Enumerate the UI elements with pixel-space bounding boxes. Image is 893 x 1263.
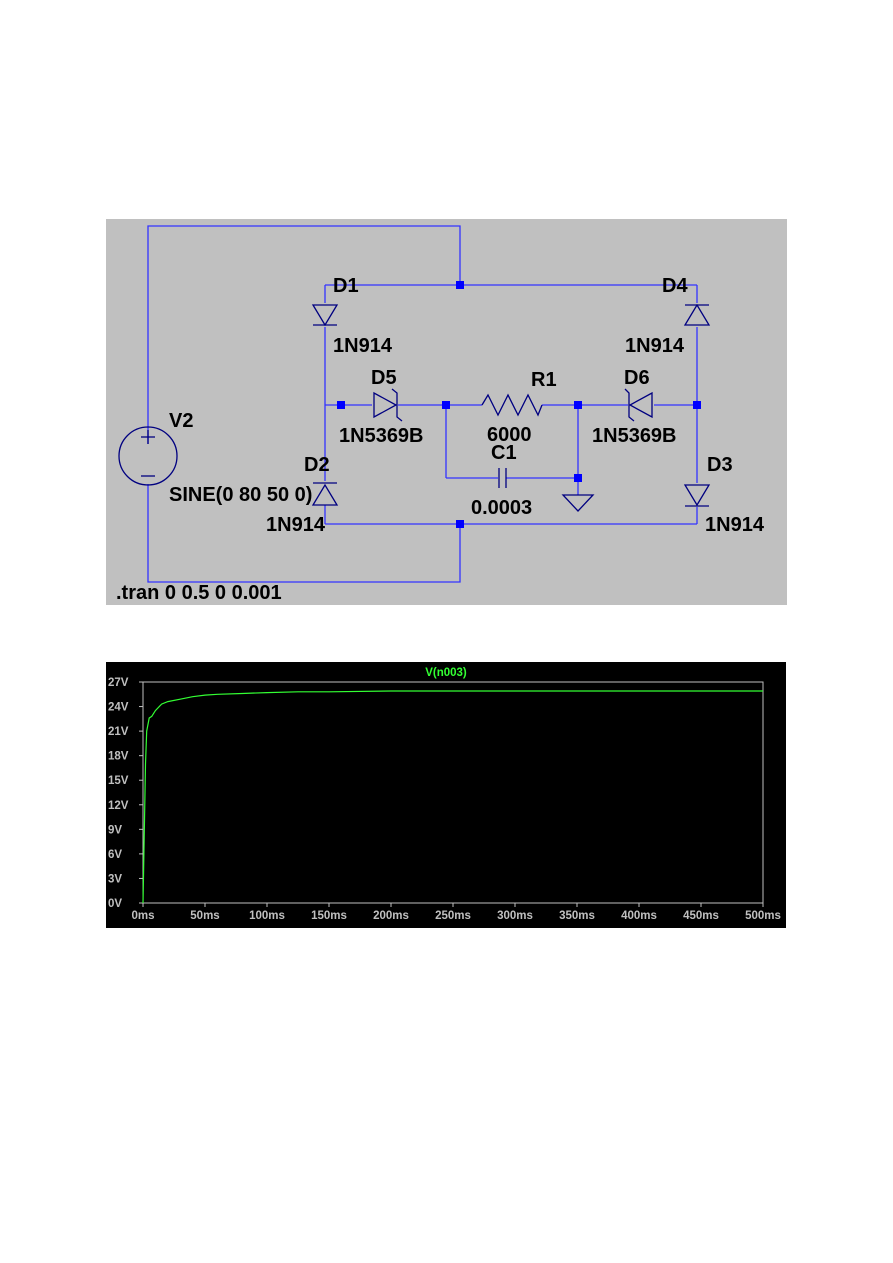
r1-value-label: 6000 — [487, 424, 532, 446]
schematic-panel: D1 1N914 D4 1N914 D5 1N5369B R1 6000 D6 … — [106, 219, 787, 605]
x-tick-label: 450ms — [683, 910, 719, 922]
d4-name-label: D4 — [662, 275, 688, 297]
d3-model-label: 1N914 — [705, 514, 765, 536]
x-axis-ticks: 0ms 50ms 100ms 150ms 200ms 250ms 300ms 350ms 400… — [131, 903, 781, 922]
d5-name-label: D5 — [371, 367, 397, 389]
x-tick-label: 150ms — [311, 910, 347, 922]
plot-frame — [142, 681, 764, 904]
d4-diode[interactable] — [683, 303, 711, 326]
junctions — [337, 281, 701, 528]
junction-left — [337, 401, 345, 409]
d3-diode[interactable] — [683, 484, 711, 507]
waveform-plot-canvas: V(n003) 0ms 50ms 100ms 150ms 200ms 250ms 300ms… — [108, 667, 781, 922]
x-tick-label: 200ms — [373, 910, 409, 922]
y-axis-ticks: 0V 3V 6V 9V 12V 15V 18V 21V 24V 27V — [108, 677, 143, 910]
r1-name-label: R1 — [531, 369, 557, 391]
x-tick-label: 300ms — [497, 910, 533, 922]
v2-value-label: SINE(0 80 50 0) — [169, 484, 312, 506]
d6-model-label: 1N5369B — [592, 425, 677, 447]
y-tick-label: 15V — [108, 775, 129, 787]
wires — [147, 225, 698, 583]
y-tick-label: 6V — [108, 849, 122, 861]
d1-model-label: 1N914 — [333, 335, 393, 357]
d2-diode[interactable] — [311, 482, 339, 506]
d2-name-label: D2 — [304, 454, 330, 476]
traces — [142, 690, 763, 904]
x-tick-label: 50ms — [190, 910, 219, 922]
wire-v2-bottom — [147, 484, 461, 583]
d5-model-label: 1N5369B — [339, 425, 424, 447]
v2-name-label: V2 — [169, 410, 193, 432]
c1-value-label: 0.0003 — [471, 497, 532, 519]
d1-name-label: D1 — [333, 275, 359, 297]
d6-name-label: D6 — [624, 367, 650, 389]
junction-gnd — [574, 474, 582, 482]
waveform-plot-panel: V(n003) 0ms 50ms 100ms 150ms 200ms 250ms 300ms… — [106, 662, 786, 928]
c1-capacitor[interactable] — [498, 468, 507, 488]
wire-v2-top — [147, 225, 461, 444]
d2-model-label: 1N914 — [266, 514, 326, 536]
c1-name-label: C1 — [491, 442, 517, 464]
y-tick-label: 0V — [108, 898, 122, 910]
d5-zener-diode[interactable] — [373, 388, 403, 422]
junction-n003 — [442, 401, 450, 409]
v2-voltage-source[interactable] — [118, 426, 178, 486]
y-tick-label: 24V — [108, 702, 129, 714]
y-tick-label: 18V — [108, 751, 129, 763]
junction-bottom — [456, 520, 464, 528]
d6-zener-diode[interactable] — [624, 388, 653, 422]
x-tick-label: 350ms — [559, 910, 595, 922]
y-tick-label: 27V — [108, 677, 129, 689]
ground-icon — [561, 494, 595, 512]
junction-r1-right — [574, 401, 582, 409]
x-tick-label: 400ms — [621, 910, 657, 922]
x-tick-label: 100ms — [249, 910, 285, 922]
d1-diode[interactable] — [311, 304, 339, 327]
junction-top — [456, 281, 464, 289]
trace-line-v-n003 — [142, 690, 763, 904]
component-labels: D1 1N914 D4 1N914 D5 1N5369B R1 6000 D6 … — [116, 275, 765, 604]
r1-resistor[interactable] — [481, 393, 543, 417]
d4-model-label: 1N914 — [625, 335, 685, 357]
x-tick-label: 250ms — [435, 910, 471, 922]
y-tick-label: 3V — [108, 873, 122, 885]
y-tick-label: 12V — [108, 800, 129, 812]
junction-right — [693, 401, 701, 409]
tran-directive: .tran 0 0.5 0 0.001 — [116, 582, 282, 604]
y-tick-label: 9V — [108, 824, 122, 836]
x-tick-label: 0ms — [131, 910, 154, 922]
trace-title[interactable]: V(n003) — [425, 667, 467, 679]
x-tick-label: 500ms — [745, 910, 781, 922]
y-tick-label: 21V — [108, 726, 129, 738]
d3-name-label: D3 — [707, 454, 733, 476]
schematic-canvas: D1 1N914 D4 1N914 D5 1N5369B R1 6000 D6 … — [116, 225, 765, 604]
